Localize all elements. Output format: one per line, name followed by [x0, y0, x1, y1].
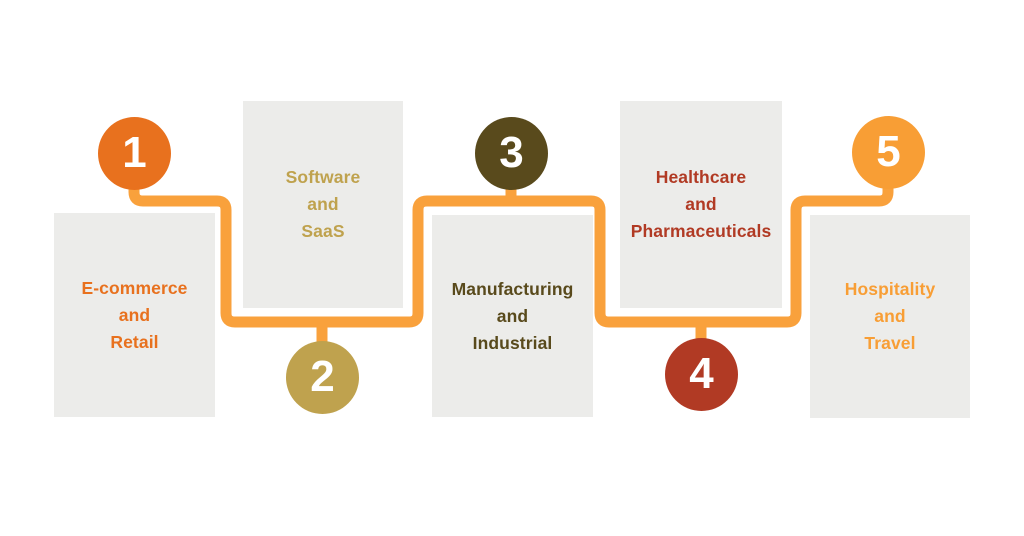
industry-box-manufacturing-industrial: Manufacturing and Industrial — [432, 215, 593, 417]
step-circle-3: 3 — [475, 117, 548, 190]
step-circle-4: 4 — [665, 338, 738, 411]
industry-label: Manufacturing and Industrial — [451, 278, 574, 353]
industry-box-hospitality-travel: Hospitality and Travel — [810, 215, 970, 418]
step-number: 1 — [122, 127, 147, 177]
step-number: 5 — [876, 126, 901, 176]
step-circle-1: 1 — [98, 117, 171, 190]
industry-box-ecommerce-retail: E-commerce and Retail — [54, 213, 215, 417]
step-circle-5: 5 — [852, 116, 925, 189]
step-number: 4 — [689, 348, 714, 398]
industry-box-healthcare-pharmaceuticals: Healthcare and Pharmaceuticals — [620, 101, 782, 308]
step-circle-2: 2 — [286, 341, 359, 414]
step-number: 2 — [310, 351, 335, 401]
industry-label: Hospitality and Travel — [844, 279, 936, 353]
industry-label: Healthcare and Pharmaceuticals — [630, 167, 772, 241]
industry-label: Software and SaaS — [285, 167, 361, 241]
step-number: 3 — [499, 127, 524, 177]
industry-label: E-commerce and Retail — [81, 277, 188, 352]
industry-box-software-saas: Software and SaaS — [243, 101, 403, 308]
